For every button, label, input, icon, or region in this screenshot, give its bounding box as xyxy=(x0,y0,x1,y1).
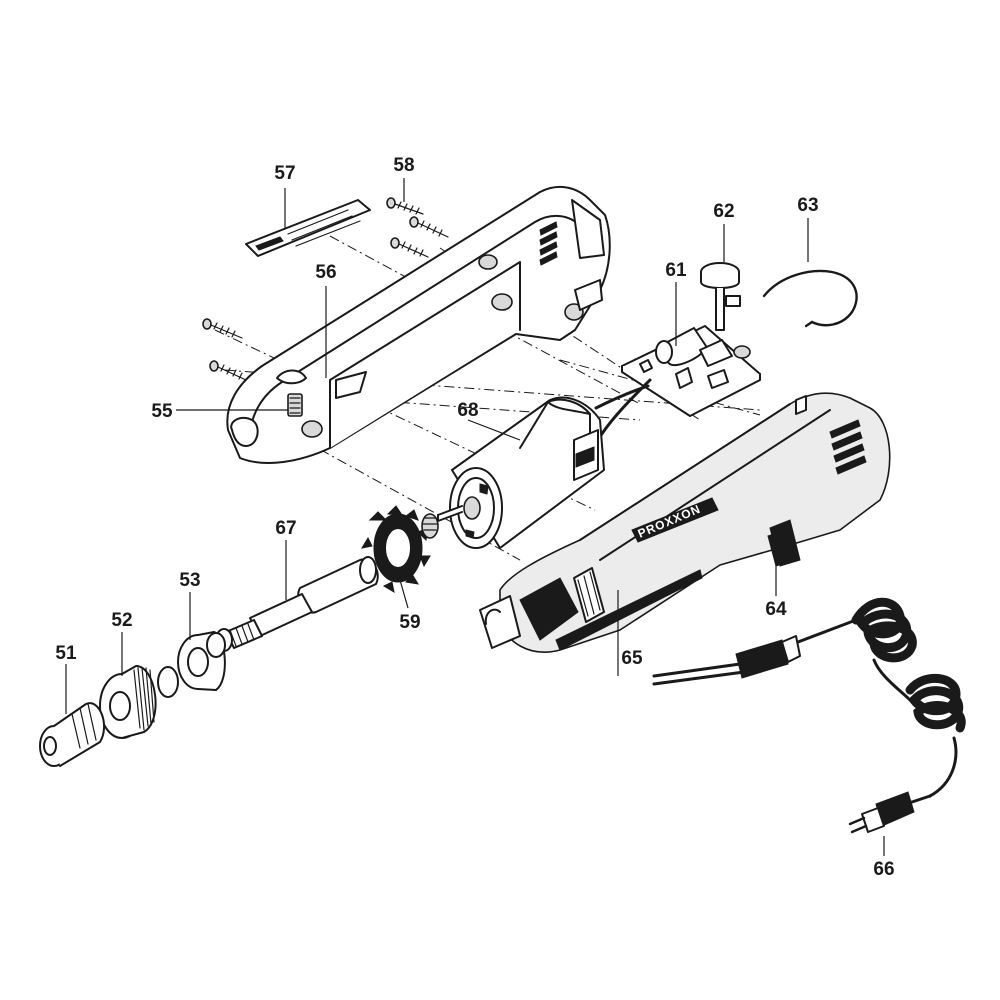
label-59: 59 xyxy=(399,612,420,633)
motor xyxy=(437,396,605,549)
label-58: 58 xyxy=(393,155,414,176)
housing-half xyxy=(226,185,611,464)
leader-lines xyxy=(65,178,885,856)
wire-clip xyxy=(762,269,858,328)
label-67: 67 xyxy=(275,518,296,539)
label-66: 66 xyxy=(873,859,894,880)
label-62: 62 xyxy=(713,201,734,222)
label-56: 56 xyxy=(315,262,336,283)
housing-screws xyxy=(202,197,449,381)
power-cord xyxy=(652,597,966,834)
rating-plate xyxy=(245,199,371,257)
part-labels: 51 52 53 55 56 57 58 59 61 62 63 64 65 6… xyxy=(55,155,894,880)
label-61: 61 xyxy=(665,260,687,281)
label-51: 51 xyxy=(55,643,77,664)
label-64: 64 xyxy=(765,599,787,620)
label-55: 55 xyxy=(151,401,173,422)
label-53: 53 xyxy=(179,570,200,591)
label-63: 63 xyxy=(797,195,818,216)
housing-shell: PROXXON xyxy=(479,392,891,653)
switch-knob xyxy=(276,369,307,417)
label-57: 57 xyxy=(274,163,295,184)
circuit-board xyxy=(621,325,761,417)
label-52: 52 xyxy=(111,610,132,631)
label-68: 68 xyxy=(457,400,478,421)
motor-lead-2 xyxy=(594,384,650,410)
collet-nut xyxy=(39,702,105,767)
speed-dial xyxy=(700,262,741,331)
bearing xyxy=(157,631,226,698)
spindle xyxy=(215,556,379,652)
knurled-ring xyxy=(99,665,157,739)
fan-wheel xyxy=(360,505,439,594)
switch-slider xyxy=(767,529,795,567)
label-65: 65 xyxy=(621,648,643,669)
